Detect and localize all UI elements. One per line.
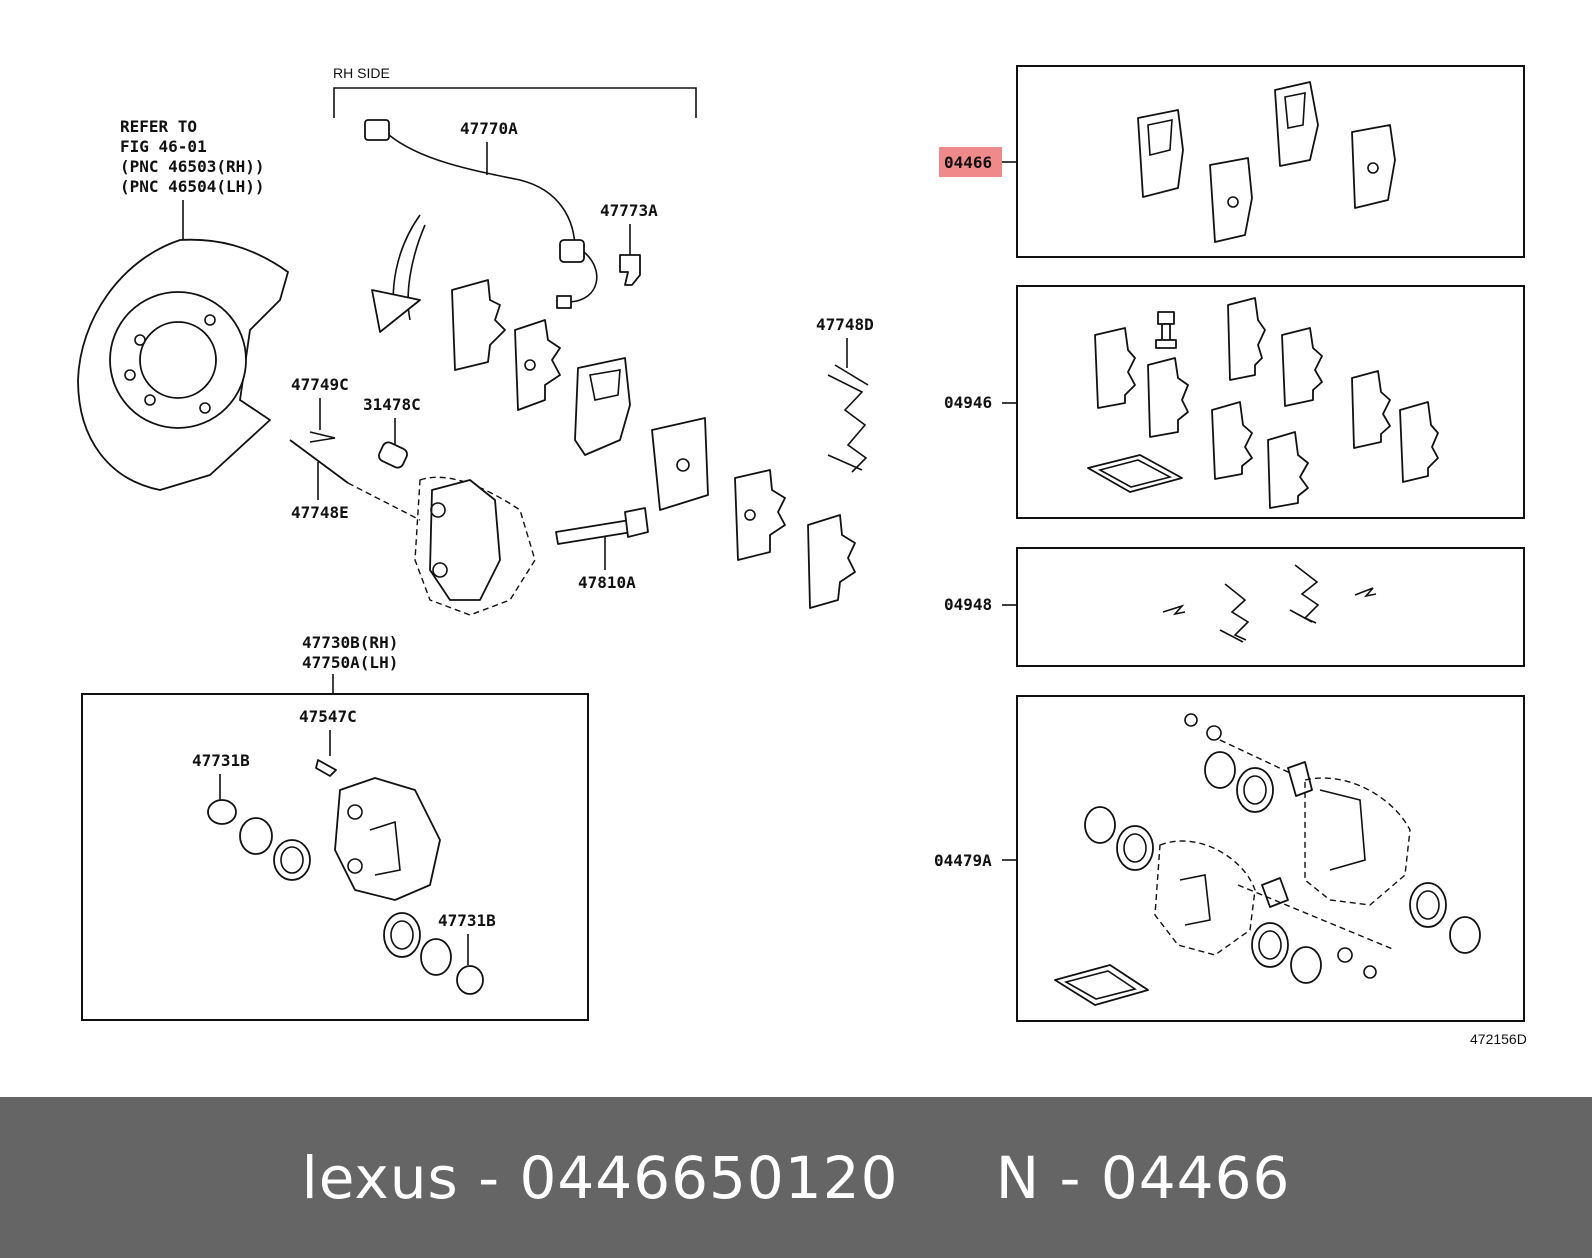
refer-line-1: REFER TO [120,117,197,136]
kit-box-04948 [1016,547,1525,667]
shims-04946 [1087,297,1439,509]
footer-part-number: lexus - 0446650120 N - 04466 [301,1143,1291,1212]
rh-side-bracket [333,87,697,118]
caliper-body [334,777,441,901]
label-47730B: 47730B(RH) [302,633,398,652]
label-31478C: 31478C [363,395,421,414]
pad-stack [451,279,856,609]
footer-bar: lexus - 0446650120 N - 04466 [0,1097,1592,1258]
label-47770A: 47770A [460,119,518,138]
seal-set-top [207,799,311,881]
label-47748D: 47748D [816,315,874,334]
pin-47748E [289,439,349,484]
refer-note: REFER TO FIG 46-01 (PNC 46503(RH)) (PNC … [120,117,265,240]
speed-sensor-47770A: 47770A [364,119,598,309]
label-04946: 04946 [944,393,992,412]
highlight-04466 [939,147,1002,177]
caliper-outline [347,476,536,616]
label-04948: 04948 [944,595,992,614]
spring-47748D [827,364,869,473]
label-47547C: 47547C [299,707,357,726]
figure-code: 472156D [1470,1031,1527,1047]
caliper-kit-04479A [1054,713,1481,1006]
label-04466: 04466 [944,153,992,172]
seal-set-bottom [383,912,484,995]
label-47749C: 47749C [291,375,349,394]
label-47773A: 47773A [600,201,658,220]
label-04479A: 04479A [934,851,992,870]
caliper-assembly-box [81,693,589,1021]
label-47750A: 47750A(LH) [302,653,398,672]
label-47748E: 47748E [291,503,349,522]
bushing-31478C [378,441,408,469]
parts-diagram: RH SIDE REFER TO FIG 46-01 (PNC 46503(RH… [77,65,1527,1047]
label-47731B-top: 47731B [192,751,250,770]
kit-box-04479A [1016,695,1525,1022]
label-47731B-bottom: 47731B [438,911,496,930]
kit-box-04466 [1016,65,1525,258]
clip-47773A [619,254,641,286]
refer-line-4: (PNC 46504(LH)) [120,177,265,196]
bleeder-47547C [315,759,337,777]
arrow-head [371,289,421,333]
kit-box-04946 [1016,285,1525,519]
refer-line-2: FIG 46-01 [120,137,207,156]
label-47810A: 47810A [578,573,636,592]
springs-04948 [1162,564,1377,643]
rh-side-label: RH SIDE [333,65,390,81]
refer-line-3: (PNC 46503(RH)) [120,157,265,176]
brake-pads-04466 [1137,81,1396,243]
bolt-47810A [555,507,649,570]
clip-47749C [309,431,336,443]
dust-shield [77,238,289,491]
